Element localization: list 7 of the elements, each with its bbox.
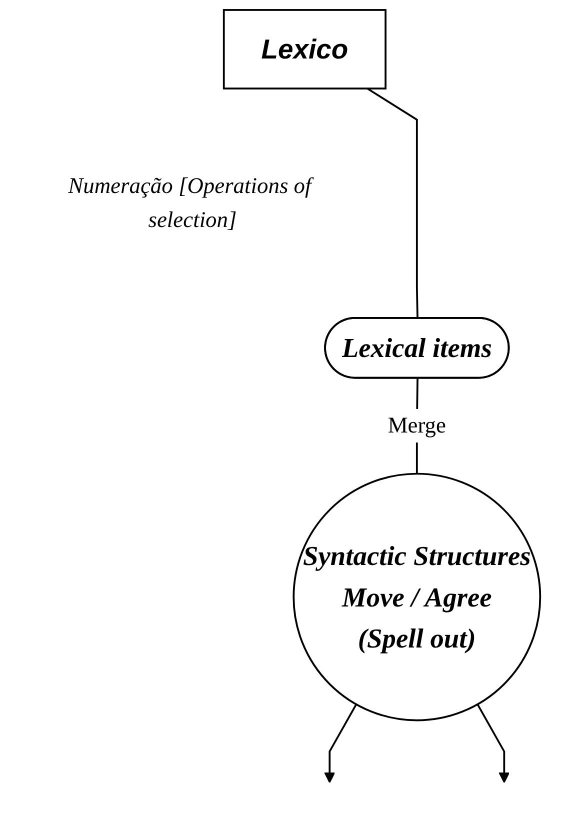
node-box: Lexico <box>222 9 386 90</box>
arrow <box>476 704 510 784</box>
connector <box>366 88 418 319</box>
node-circle: Syntactic Structures Move / Agree (Spell out) <box>292 472 542 722</box>
edge-label: Merge <box>388 412 446 438</box>
arrow <box>324 704 358 784</box>
node-label: Numeração [Operations of selection] <box>68 173 312 232</box>
